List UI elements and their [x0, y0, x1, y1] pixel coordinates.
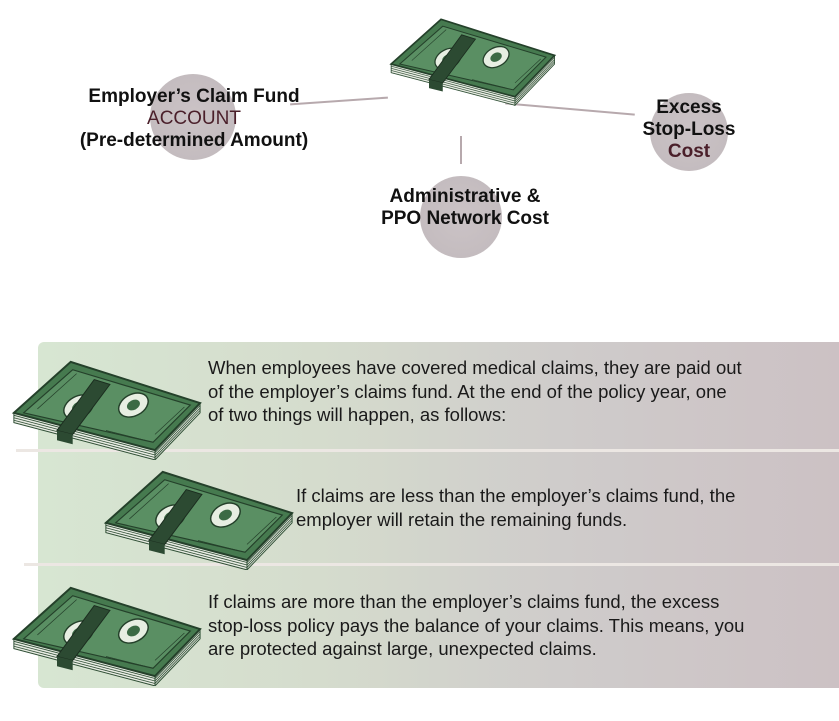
fund-label: Employer’s Claim Fund ACCOUNT (Pre-deter…	[70, 86, 318, 152]
admin-line2: PPO Network Cost	[381, 208, 549, 229]
fund-title: Employer’s Claim Fund	[88, 86, 300, 107]
admin-circle	[420, 176, 502, 258]
more-line-2: stop-loss policy pays the balance of you…	[208, 614, 745, 636]
excess-label: Excess Stop-Loss Cost	[628, 97, 750, 163]
intro-line-3: of two things will happen, as follows:	[208, 404, 507, 425]
less-paragraph: If claims are less than the employer’s c…	[296, 484, 735, 531]
excess-line3: Cost	[667, 141, 711, 162]
intro-line-1: When employees have covered medical clai…	[208, 357, 742, 378]
admin-label: Administrative & PPO Network Cost	[370, 186, 560, 230]
divider-2	[24, 563, 839, 566]
fund-account: ACCOUNT	[147, 108, 241, 129]
more-line-1: If claims are more than the employer’s c…	[208, 591, 720, 612]
fund-amount: (Pre-determined Amount)	[79, 130, 309, 151]
money-stack-icon-1	[8, 352, 204, 460]
money-stack-icon-3	[8, 578, 204, 686]
more-paragraph: If claims are more than the employer’s c…	[208, 590, 744, 661]
money-stack-icon	[386, 10, 558, 106]
excess-circle	[650, 93, 728, 171]
connector-admin	[460, 136, 462, 164]
divider-1	[16, 449, 839, 452]
less-line-1: If claims are less than the employer’s c…	[296, 485, 736, 506]
excess-line2: Stop-Loss	[642, 119, 736, 140]
intro-line-2: of the employer’s claims fund. At the en…	[208, 380, 727, 402]
intro-paragraph: When employees have covered medical clai…	[208, 356, 742, 427]
excess-line1: Excess	[656, 97, 722, 118]
money-stack-icon-2	[100, 462, 296, 570]
admin-line1: Administrative &	[389, 186, 541, 207]
less-line-2: employer will retain the remaining funds…	[296, 508, 628, 530]
more-line-3: are protected against large, unexpected …	[208, 638, 597, 659]
fund-circle	[150, 74, 236, 160]
